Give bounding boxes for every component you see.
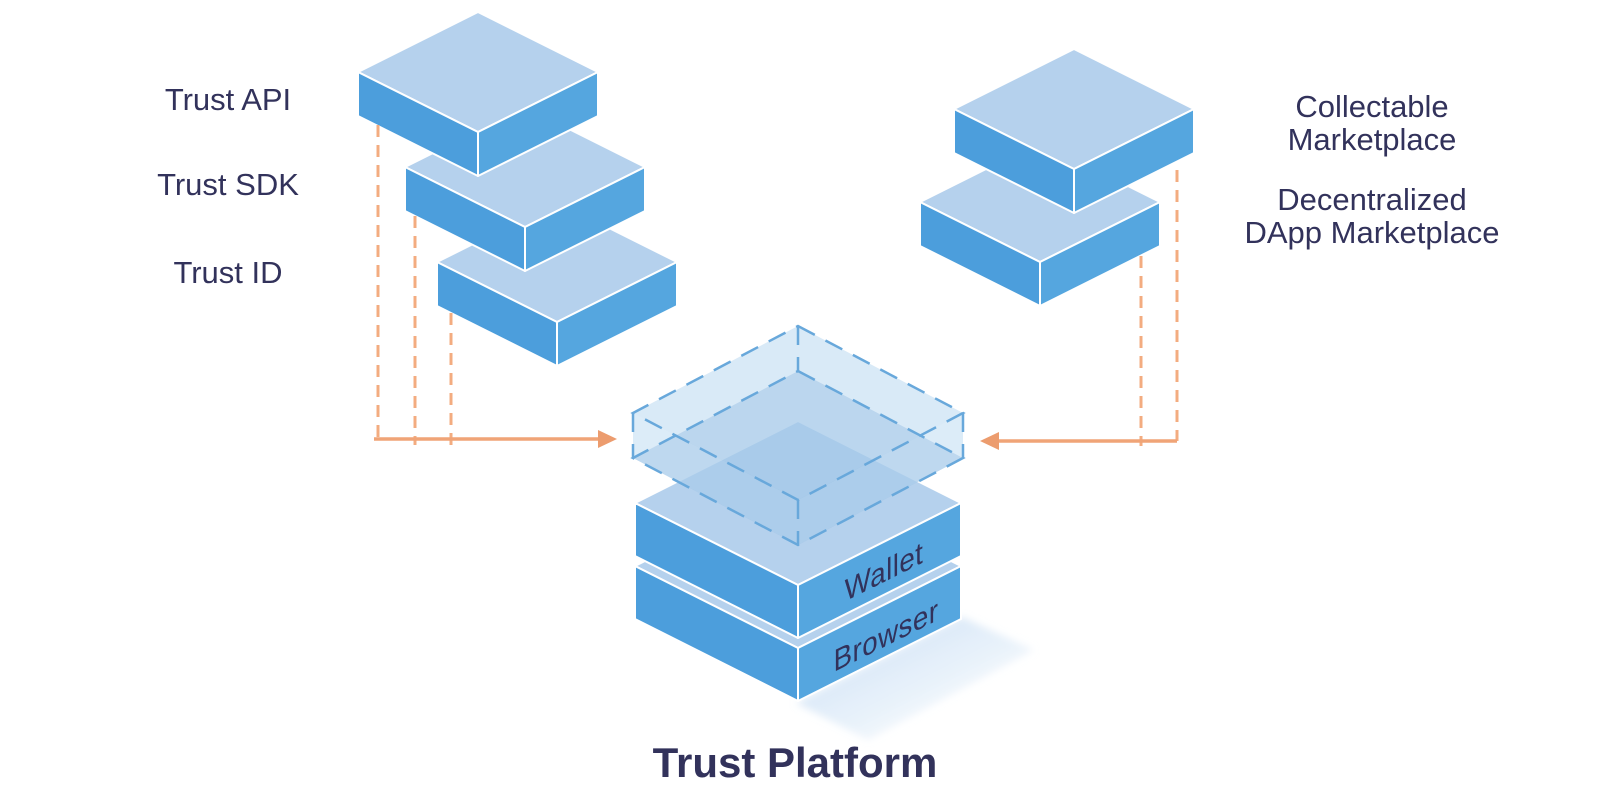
label-trust-id: Trust ID: [173, 255, 282, 290]
box-right-face: [797, 502, 962, 639]
right-stack: [919, 48, 1195, 307]
label-collectable-line1: Collectable: [1295, 89, 1448, 124]
right-arrow-icon: [598, 430, 617, 448]
collectable-marketplace-box: [953, 48, 1195, 214]
right-connector: [980, 170, 1179, 450]
ghost-front-right-face: [798, 413, 963, 545]
label-trust-api: Trust API: [165, 82, 291, 117]
box-right-face: [797, 565, 962, 702]
box-right-face: [556, 261, 678, 367]
diagram-title: Trust Platform: [653, 739, 938, 786]
trust-api-box: [357, 11, 599, 177]
box-right-face: [1039, 201, 1161, 307]
platform-shadow: [796, 617, 1034, 740]
dapp-marketplace-box: [919, 141, 1161, 307]
ghost-layer-box: [630, 324, 966, 547]
left-connector: [374, 125, 617, 448]
left-arrow-icon: [980, 432, 999, 450]
label-collectable-line2: Marketplace: [1288, 122, 1457, 157]
box-right-face: [477, 71, 599, 177]
label-trust-sdk: Trust SDK: [157, 167, 299, 202]
left-stack: [357, 11, 678, 367]
label-decentralized-line2: DApp Marketplace: [1244, 215, 1499, 250]
ghost-front-left-face: [633, 413, 798, 545]
box-right-face: [1073, 108, 1195, 214]
box-right-face: [524, 166, 646, 272]
label-decentralized-line1: Decentralized: [1277, 182, 1467, 217]
